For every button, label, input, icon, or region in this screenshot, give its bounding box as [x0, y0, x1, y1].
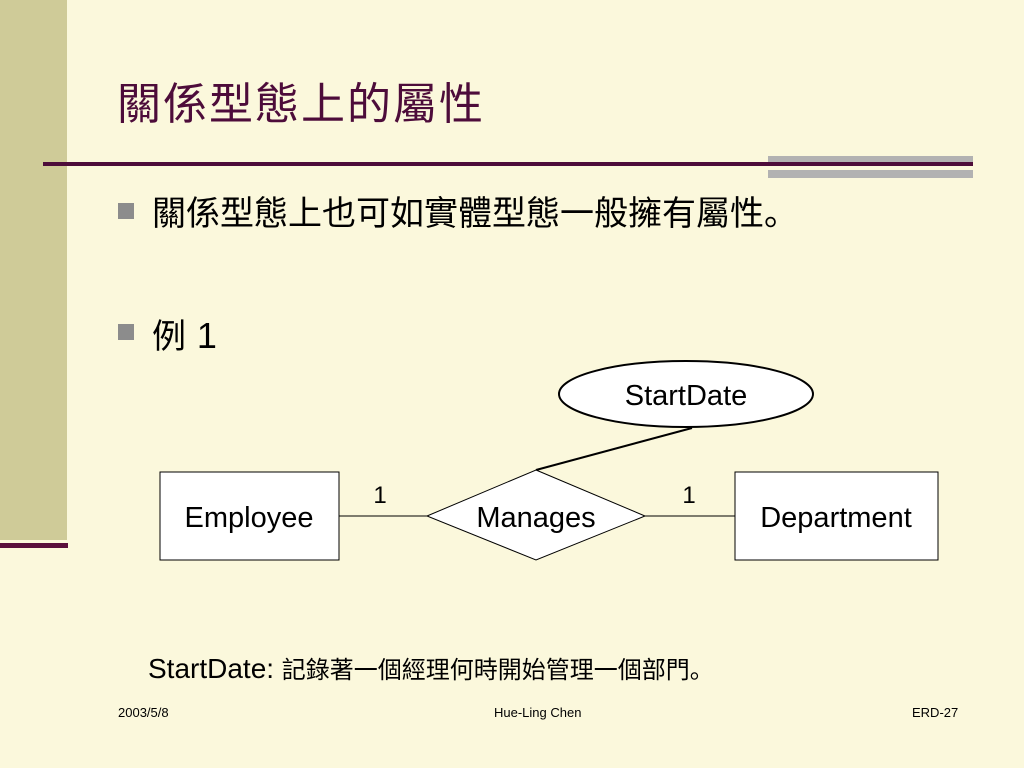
entity-department-label: Department	[760, 502, 912, 534]
attribute-ellipse	[558, 360, 814, 428]
entity-employee-box	[159, 471, 340, 561]
example-number: 1	[196, 315, 217, 356]
attribute-connector	[535, 427, 693, 471]
attribute-note: StartDate: 記錄著一個經理何時開始管理一個部門。	[148, 650, 714, 685]
bullet-square-icon	[118, 203, 134, 219]
example-prefix: 例	[152, 317, 197, 357]
title-rule-gray-bottom	[768, 170, 973, 178]
relationship-diamond	[425, 469, 647, 561]
relationship-label: Manages	[476, 502, 595, 534]
bullet-text-2: 例 1	[152, 307, 217, 366]
footer-date: 2003/5/8	[118, 705, 169, 720]
footer-author: Hue-Ling Chen	[494, 705, 582, 720]
attribute-label: StartDate	[625, 380, 748, 412]
footer-page-number: ERD-27	[912, 705, 959, 720]
bullet-square-icon	[118, 324, 134, 340]
bullet-text-1: 關係型態上也可如實體型態一般擁有屬性。	[152, 194, 798, 234]
left-decor-bar	[0, 0, 67, 540]
slide-title: 關係型態上的屬性	[117, 79, 485, 130]
cardinality-right: 1	[682, 482, 695, 509]
note-text: 記錄著一個經理何時開始管理一個部門。	[274, 656, 714, 684]
cardinality-left: 1	[373, 482, 386, 509]
title-rule	[43, 162, 973, 166]
entity-employee-label: Employee	[185, 502, 314, 534]
title-rule-gray-top	[768, 156, 973, 165]
left-decor-rule	[0, 543, 68, 548]
entity-department-box	[734, 471, 939, 561]
note-label: StartDate:	[148, 653, 275, 684]
